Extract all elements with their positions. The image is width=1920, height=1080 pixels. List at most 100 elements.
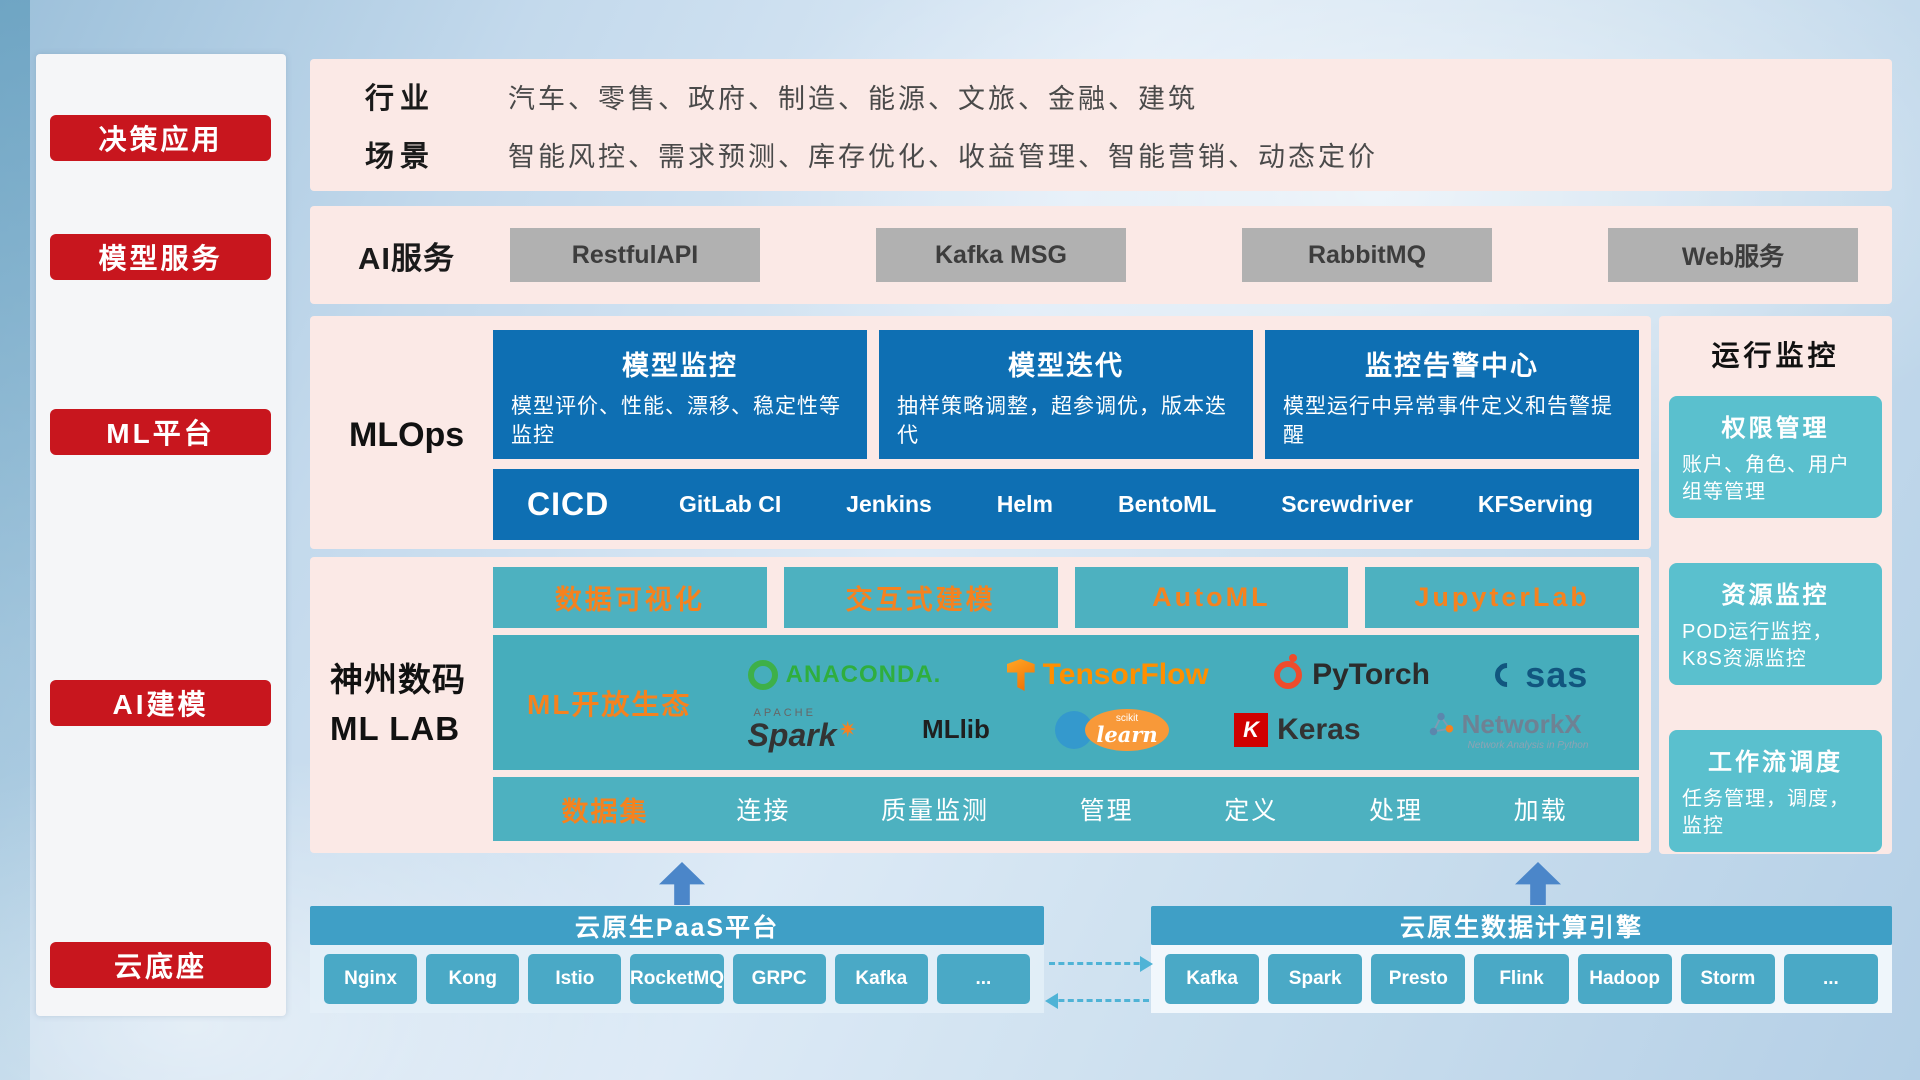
- cicd-tools: GitLab CI Jenkins Helm BentoML Screwdriv…: [679, 491, 1593, 518]
- sidebar-item-cloud-base: 云底座: [50, 942, 271, 988]
- node-kong: Kong: [426, 954, 520, 1004]
- spark-star-icon: ✷: [838, 717, 857, 742]
- tool-data-visualization: 数据可视化: [493, 567, 767, 628]
- cicd-tool-jenkins: Jenkins: [846, 490, 932, 517]
- monitor-card-resources: 资源监控 POD运行监控，K8S资源监控: [1669, 563, 1882, 685]
- industry-label: 行业: [365, 83, 436, 115]
- anaconda-text: ANACONDA.: [785, 661, 942, 688]
- monitor-cards: 权限管理 账户、角色、用户组等管理 资源监控 POD运行监控，K8S资源监控 工…: [1659, 374, 1892, 852]
- node-storm: Storm: [1680, 954, 1775, 1004]
- pytorch-text: PyTorch: [1312, 658, 1430, 691]
- node-rocketmq: RocketMQ: [630, 954, 724, 1004]
- scenario-row: 场景 智能风控、需求预测、库存优化、收益管理、智能营销、动态定价: [365, 133, 1892, 175]
- keras-logo: K Keras: [1234, 712, 1361, 747]
- service-web: Web服务: [1608, 228, 1858, 282]
- sas-icon: [1490, 658, 1525, 692]
- mlops-label: MLOps: [349, 415, 465, 454]
- cicd-tool-bentoml: BentoML: [1117, 490, 1217, 517]
- cicd-tool-kfserving: KFServing: [1477, 490, 1593, 517]
- card-desc: 任务管理，调度，监控: [1682, 788, 1850, 837]
- logo-row-1: ANACONDA. TensorFlow PyTorch sas: [715, 654, 1621, 696]
- card-desc: 模型评价、性能、漂移、稳定性等监控: [511, 395, 841, 448]
- learn-text: learn: [1096, 722, 1158, 747]
- ai-service-label: AI服务: [358, 240, 455, 276]
- dashed-arrow-right-icon: [1049, 956, 1153, 972]
- pytorch-logo: PyTorch: [1274, 654, 1430, 692]
- service-rabbitmq: RabbitMQ: [1242, 228, 1492, 282]
- dataset-item-manage: 管理: [1079, 797, 1134, 825]
- node-spark: Spark: [1268, 954, 1363, 1004]
- scikit-learn-logo: scikit learn: [1055, 708, 1170, 751]
- sas-logo: sas: [1490, 654, 1589, 696]
- spark-text: Spark: [747, 717, 837, 753]
- sidebar-item-decision-apps: 决策应用: [50, 115, 271, 161]
- monitor-card-workflow: 工作流调度 任务管理，调度，监控: [1669, 730, 1882, 852]
- sidebar: 决策应用 模型服务 ML平台 AI建模 云底座: [36, 54, 286, 1016]
- runtime-monitor-panel: 运行监控 权限管理 账户、角色、用户组等管理 资源监控 POD运行监控，K8S资…: [1659, 316, 1892, 854]
- dataset-item-define: 定义: [1224, 797, 1279, 825]
- spark-logo: APACHE Spark✷: [747, 707, 857, 753]
- mllib-text: MLlib: [922, 714, 990, 744]
- pytorch-icon: [1274, 654, 1303, 689]
- mllab-label: 神州数码 ML LAB: [310, 655, 493, 754]
- card-title: 模型迭代: [1008, 351, 1124, 381]
- mllab-content: 数据可视化 交互式建模 AutoML JupyterLab ML开放生态 ANA…: [493, 567, 1639, 841]
- dataset-items: 连接 质量监测 管理 定义 处理 加载: [691, 791, 1613, 827]
- logo-row-2: APACHE Spark✷ MLlib scikit learn: [715, 707, 1621, 753]
- node-more: ...: [1783, 954, 1878, 1004]
- keras-icon: K: [1234, 712, 1269, 747]
- mllab-band: 神州数码 ML LAB 数据可视化 交互式建模 AutoML JupyterLa…: [310, 557, 1651, 853]
- card-title: 监控告警中心: [1365, 351, 1539, 381]
- card-title: 工作流调度: [1708, 749, 1843, 776]
- card-desc: 账户、角色、用户组等管理: [1682, 454, 1850, 503]
- card-title: 模型监控: [622, 351, 738, 381]
- mlops-content: 模型监控 模型评价、性能、漂移、稳定性等监控 模型迭代 抽样策略调整，超参调优，…: [493, 330, 1639, 540]
- dataset-label: 数据集: [561, 796, 649, 827]
- node-presto: Presto: [1371, 954, 1466, 1004]
- anaconda-icon: [747, 660, 778, 690]
- tensorflow-icon: [1006, 659, 1035, 691]
- scenario-label: 场景: [365, 141, 436, 173]
- dataset-item-load: 加载: [1513, 797, 1568, 825]
- mllib-logo: MLlib: [922, 714, 990, 745]
- monitor-title: 运行监控: [1711, 340, 1840, 371]
- industry-row: 行业 汽车、零售、政府、制造、能源、文旅、金融、建筑: [365, 75, 1892, 117]
- card-desc: 模型运行中异常事件定义和告警提醒: [1283, 395, 1613, 448]
- node-hadoop: Hadoop: [1577, 954, 1672, 1004]
- node-kafka: Kafka: [834, 954, 928, 1004]
- scikit-text: scikit: [1115, 713, 1139, 724]
- networkx-text: NetworkX: [1461, 708, 1582, 739]
- card-desc: 抽样策略调整，超参调优，版本迭代: [897, 395, 1227, 448]
- networkx-icon: [1429, 712, 1453, 736]
- mlops-card-alert-center: 监控告警中心 模型运行中异常事件定义和告警提醒: [1265, 330, 1639, 459]
- sas-text: sas: [1525, 654, 1589, 695]
- mllab-label-line1: 神州数码: [330, 660, 466, 698]
- mlops-card-model-iteration: 模型迭代 抽样策略调整，超参调优，版本迭代: [879, 330, 1253, 459]
- networkx-logo: NetworkX Network Analysis in Python: [1426, 708, 1589, 751]
- mllab-top-tools: 数据可视化 交互式建模 AutoML JupyterLab: [493, 567, 1639, 628]
- sidebar-item-model-service: 模型服务: [50, 234, 271, 280]
- ai-service-buttons: RestfulAPI Kafka MSG RabbitMQ Web服务: [510, 228, 1858, 282]
- scikit-learn-orange-icon: scikit learn: [1085, 708, 1170, 751]
- cloud-paas-components: Nginx Kong Istio RocketMQ GRPC Kafka ...: [310, 945, 1044, 1013]
- dataset-bar: 数据集 连接 质量监测 管理 定义 处理 加载: [493, 777, 1639, 841]
- cicd-tool-gitlab-ci: GitLab CI: [679, 490, 782, 517]
- dashed-arrow-left-icon: [1045, 993, 1149, 1009]
- node-istio: Istio: [528, 954, 622, 1004]
- spark-apache-text: APACHE: [753, 707, 816, 719]
- dataset-item-quality: 质量监测: [880, 797, 989, 825]
- up-arrow-icon: [1515, 862, 1561, 905]
- cicd-bar: CICD GitLab CI Jenkins Helm BentoML Scre…: [493, 468, 1639, 540]
- monitor-card-permissions: 权限管理 账户、角色、用户组等管理: [1669, 396, 1882, 518]
- node-more: ...: [936, 954, 1030, 1004]
- ml-open-ecosystem: ML开放生态 ANACONDA. TensorFlow: [493, 635, 1639, 770]
- mlops-card-model-monitoring: 模型监控 模型评价、性能、漂移、稳定性等监控: [493, 330, 867, 459]
- tool-jupyterlab: JupyterLab: [1365, 567, 1639, 628]
- mlops-cards: 模型监控 模型评价、性能、漂移、稳定性等监控 模型迭代 抽样策略调整，超参调优，…: [493, 330, 1639, 459]
- cloud-data-engine-header: 云原生数据计算引擎: [1151, 906, 1892, 945]
- card-title: 资源监控: [1721, 582, 1830, 609]
- networkx-subtitle: Network Analysis in Python: [1467, 739, 1589, 751]
- industry-list: 汽车、零售、政府、制造、能源、文旅、金融、建筑: [508, 83, 1198, 114]
- sidebar-item-ml-platform: ML平台: [50, 409, 271, 455]
